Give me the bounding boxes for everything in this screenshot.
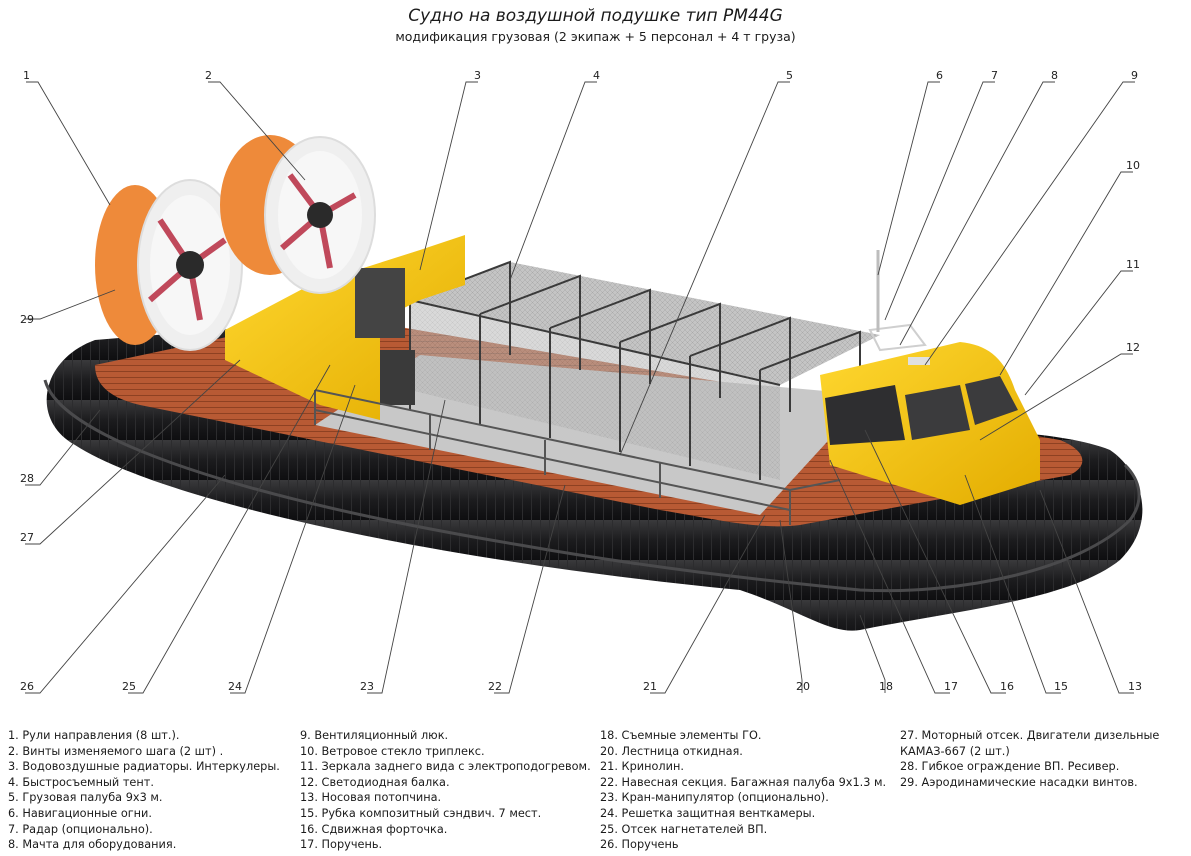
callout-label: 18 (879, 680, 893, 693)
engine-compartment (225, 235, 465, 420)
propeller-duct-right (220, 135, 376, 294)
legend-item: КАМАЗ-667 (2 шт.) (900, 744, 1010, 758)
callout-label: 20 (796, 680, 810, 693)
callout-label: 17 (944, 680, 958, 693)
callout-label: 13 (1128, 680, 1142, 693)
hovercraft-illustration: 1 2 3 4 5 6 7 8 9 10 11 12 29 28 27 26 2… (20, 69, 1143, 694)
callout-numbers: 1 2 3 4 5 6 7 8 9 10 11 12 29 28 27 26 2… (20, 69, 1142, 693)
legend-item: 2. Винты изменяемого шага (2 шт) . (8, 744, 224, 758)
legend-item: 13. Носовая потопчина. (300, 791, 442, 805)
callout-label: 15 (1054, 680, 1068, 693)
legend-column-1: 1. Рули направления (8 шт.). 2. Винты из… (8, 728, 280, 853)
legend-item: 10. Ветровое стекло триплекс. (300, 744, 485, 758)
legend-item: 29. Аэродинамические насадки винтов. (900, 775, 1138, 789)
legend-item: 25. Отсек нагнетателей ВП. (600, 822, 768, 836)
tent-frames (409, 260, 880, 480)
callout-label: 22 (488, 680, 502, 693)
legend-item: 22. Навесная секция. Багажная палуба 9x1… (600, 775, 887, 789)
legend-item: 4. Быстросъемный тент. (8, 775, 154, 789)
callout-label: 5 (786, 69, 793, 82)
legend-item: 18. Съемные элементы ГО. (600, 729, 762, 742)
callout-label: 16 (1000, 680, 1014, 693)
legend-item: 5. Грузовая палуба 9x3 м. (8, 791, 163, 805)
callout-label: 6 (936, 69, 943, 82)
side-railing (314, 389, 841, 525)
diagram-subtitle: модификация грузовая (2 экипаж + 5 персо… (395, 29, 796, 44)
legend-item: 17. Поручень. (300, 838, 383, 852)
legend-column-2: 9. Вентиляционный люк. 10. Ветровое стек… (300, 728, 591, 853)
legend-item: 7. Радар (опционально). (8, 822, 153, 836)
diagram-title: Судно на воздушной подушке тип PM44G (408, 6, 783, 26)
legend-item: 23. Кран-манипулятор (опционально). (600, 791, 829, 805)
callout-label: 11 (1126, 258, 1140, 271)
legend-item: 16. Сдвижная форточка. (300, 822, 448, 836)
callout-label: 8 (1051, 69, 1058, 82)
callout-label: 29 (20, 313, 34, 326)
callout-label: 9 (1131, 69, 1138, 82)
legend-item: 24. Решетка защитная венткамеры. (600, 806, 816, 820)
callout-label: 24 (228, 680, 242, 693)
callout-label: 4 (593, 69, 600, 82)
legend-item: 9. Вентиляционный люк. (300, 729, 449, 742)
propeller-duct-left (95, 179, 243, 351)
legend-item: 8. Мачта для оборудования. (8, 838, 177, 852)
legend-column-3: 18. Съемные элементы ГО. 20. Лестница от… (600, 728, 886, 853)
callout-label: 7 (991, 69, 998, 82)
legend-item: 1. Рули направления (8 шт.). (8, 729, 180, 742)
callout-label: 26 (20, 680, 34, 693)
legend-item: 12. Светодиодная балка. (300, 775, 450, 789)
legend-item: 28. Гибкое ограждение ВП. Ресивер. (900, 760, 1120, 774)
legend-item: 27. Моторный отсек. Двигатели дизельные (900, 729, 1160, 742)
callout-label: 21 (643, 680, 657, 693)
callout-label: 10 (1126, 159, 1140, 172)
legend-column-4: 27. Моторный отсек. Двигатели дизельные … (900, 728, 1159, 790)
legend-item: 6. Навигационные огни. (8, 806, 152, 820)
callout-label: 27 (20, 531, 34, 544)
callout-label: 1 (23, 69, 30, 82)
legend-item: 15. Рубка композитный сэндвич. 7 мест. (300, 806, 542, 820)
callout-label: 2 (205, 69, 212, 82)
legend-item: 26. Поручень (600, 838, 679, 852)
callout-label: 25 (122, 680, 136, 693)
callout-label: 12 (1126, 341, 1140, 354)
legend-item: 3. Водовоздушные радиаторы. Интеркулеры. (8, 760, 280, 774)
legend-item: 21. Кринолин. (600, 760, 684, 774)
callout-label: 23 (360, 680, 374, 693)
callout-label: 28 (20, 472, 34, 485)
legend-item: 20. Лестница откидная. (600, 744, 743, 758)
callout-leaders (25, 81, 1135, 694)
wheelhouse (820, 250, 1040, 505)
legend-item: 11. Зеркала заднего вида с электроподогр… (300, 760, 591, 774)
callout-label: 3 (474, 69, 481, 82)
